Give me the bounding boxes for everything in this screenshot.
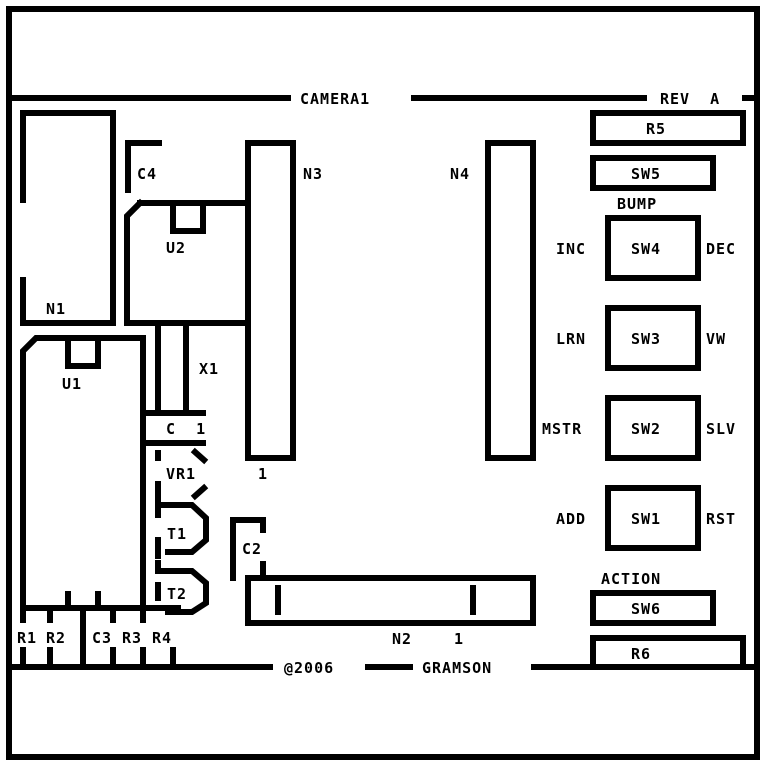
n4-outline: [485, 140, 536, 461]
t2-outline: [155, 560, 209, 615]
board-outline: [6, 6, 760, 760]
revision-label: REV A: [660, 90, 720, 108]
x1-label: X1: [199, 360, 219, 378]
c2-label: C2: [242, 540, 262, 558]
r5-label: R5: [646, 120, 666, 138]
n3-outline: [245, 140, 296, 461]
u1-notch: [65, 335, 101, 369]
sw4-label: SW4: [631, 240, 661, 258]
sw2-label: SW2: [631, 420, 661, 438]
sw6-label: SW6: [631, 600, 661, 618]
sw3-outline[interactable]: [605, 305, 701, 371]
sw2-outline[interactable]: [605, 395, 701, 461]
n3-label: N3: [303, 165, 323, 183]
t1-label: T1: [167, 525, 187, 543]
r3-label: R3: [122, 629, 142, 647]
vr1-diag: [190, 447, 209, 465]
u1-outline: [20, 335, 146, 611]
r1-label: R1: [17, 629, 37, 647]
mstr-label: MSTR: [542, 420, 582, 438]
u1-label: U1: [62, 375, 82, 393]
rst-label: RST: [706, 510, 736, 528]
sw4-outline[interactable]: [605, 215, 701, 281]
vw-label: VW: [706, 330, 726, 348]
u2-label: U2: [166, 239, 186, 257]
copyright-label: @2006: [284, 659, 334, 677]
r5-outline: [590, 110, 746, 146]
author-label: GRAMSON: [422, 659, 492, 677]
r6-outline: [590, 635, 746, 667]
n2-label: N2: [392, 630, 412, 648]
t1-outline: [155, 502, 209, 555]
u2-notch: [170, 200, 206, 234]
c2-outline: [230, 517, 266, 581]
action-label: ACTION: [601, 570, 661, 588]
sw5-label: SW5: [631, 165, 661, 183]
r6-label: R6: [631, 645, 651, 663]
sw6-outline[interactable]: [590, 590, 716, 626]
board-title: CAMERA1: [300, 90, 370, 108]
vr1-bottom-diag: [190, 483, 209, 501]
n1-outline: [20, 110, 116, 326]
n2-outline: [245, 575, 536, 626]
u2-outline: [124, 198, 249, 326]
n2-pin1-label: 1: [454, 630, 464, 648]
c4-label: C4: [137, 165, 157, 183]
sw1-label: SW1: [631, 510, 661, 528]
sw3-label: SW3: [631, 330, 661, 348]
lrn-label: LRN: [556, 330, 586, 348]
n3-pin1-label: 1: [258, 465, 268, 483]
sw1-outline[interactable]: [605, 485, 701, 551]
inc-label: INC: [556, 240, 586, 258]
n4-label: N4: [450, 165, 470, 183]
r2-label: R2: [46, 629, 66, 647]
r4-label: R4: [152, 629, 172, 647]
n1-label: N1: [46, 300, 66, 318]
vr1-label: VR1: [166, 465, 196, 483]
slv-label: SLV: [706, 420, 736, 438]
sw5-outline[interactable]: [590, 155, 716, 191]
add-label: ADD: [556, 510, 586, 528]
bump-label: BUMP: [617, 195, 657, 213]
dec-label: DEC: [706, 240, 736, 258]
c1-label: C 1: [166, 420, 206, 438]
t2-label: T2: [167, 585, 187, 603]
c4-outline: [125, 140, 162, 193]
c3-label: C3: [92, 629, 112, 647]
